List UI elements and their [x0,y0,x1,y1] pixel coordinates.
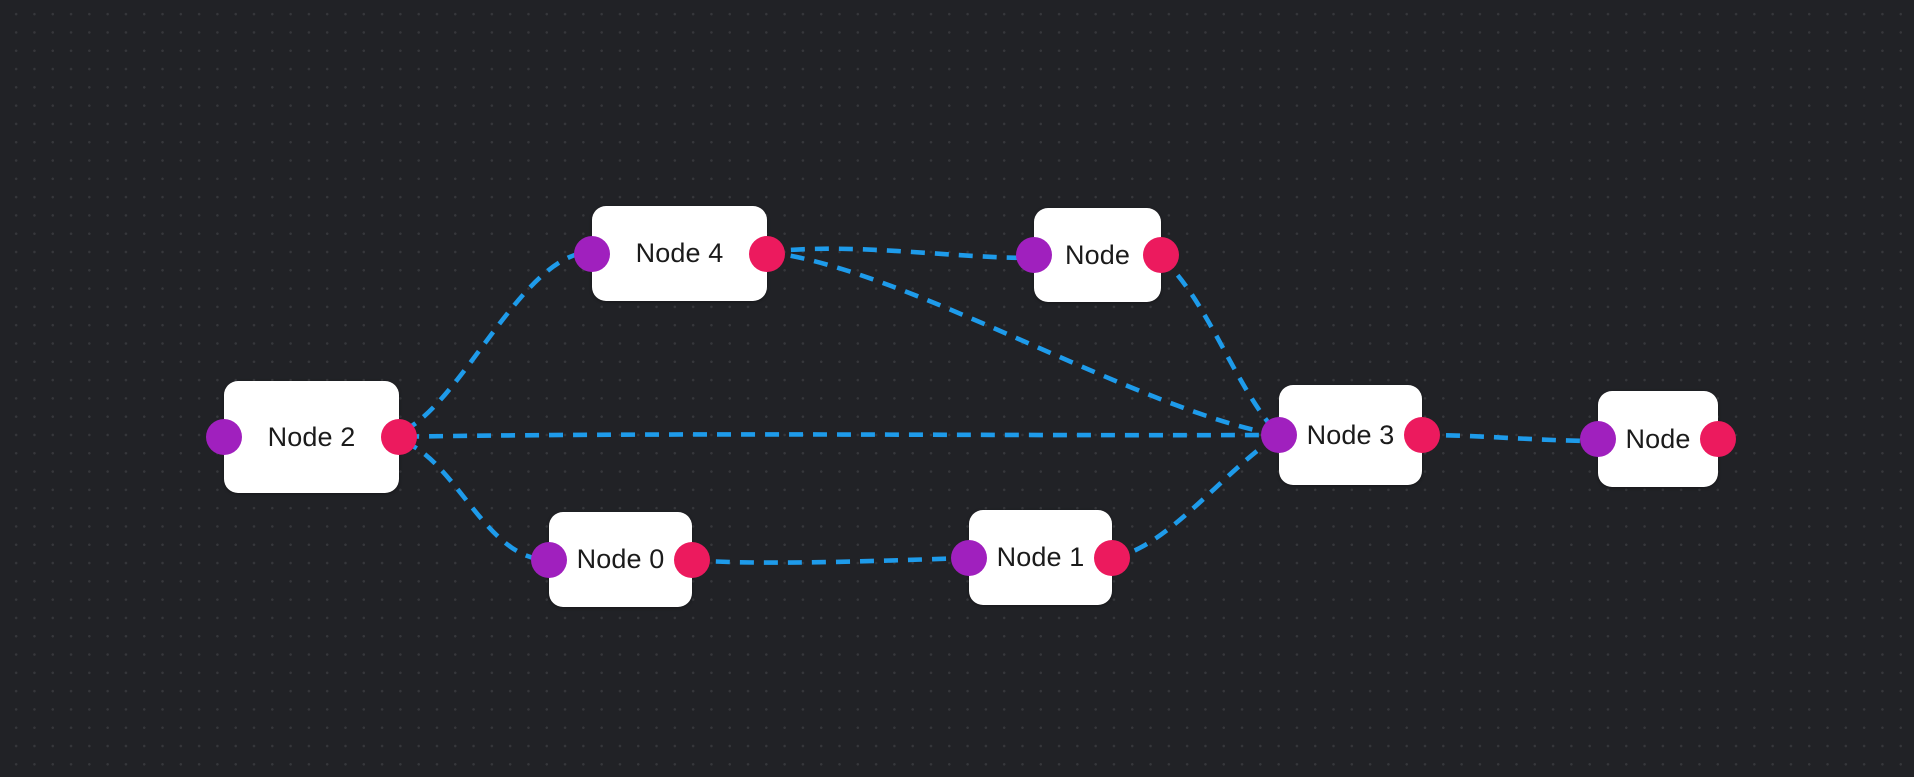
graph-edge[interactable] [380,432,1280,440]
graph-node[interactable]: Node 2 [206,381,417,493]
graph-node[interactable]: Node 4 [574,206,785,301]
node-source-handle[interactable] [674,541,710,578]
node-source-handle[interactable] [1094,539,1130,576]
graph-edge[interactable] [766,249,1280,438]
node-target-handle[interactable] [1580,421,1616,457]
graph-edge[interactable] [1421,432,1599,444]
graph-edge[interactable] [1111,433,1281,561]
graph-edge[interactable] [1159,256,1281,437]
graph-node[interactable]: Node [1016,208,1179,302]
node-source-handle[interactable] [749,235,785,272]
node-label: Node 4 [635,240,724,267]
node-target-handle[interactable] [1016,237,1052,273]
graph-node[interactable]: Node 3 [1261,385,1440,485]
node-target-handle[interactable] [1261,417,1297,453]
graph-edge[interactable] [380,434,550,563]
node-label: Node [1625,425,1691,453]
graph-node[interactable]: Node 0 [531,512,710,607]
graph-edge[interactable] [380,249,593,440]
node-target-handle[interactable] [574,235,610,272]
node-target-handle[interactable] [951,539,987,576]
node-source-handle[interactable] [1404,417,1440,453]
graph-node[interactable]: Node 1 [951,510,1130,605]
graph-node[interactable]: Node [1580,391,1736,487]
node-target-handle[interactable] [206,419,242,455]
node-label: Node 1 [996,544,1085,571]
graph-edge[interactable] [766,246,1035,261]
node-label: Node [1065,241,1130,269]
graph-edge[interactable] [691,555,970,565]
node-source-handle[interactable] [1700,421,1736,457]
node-label: Node 0 [576,546,665,573]
node-target-handle[interactable] [531,541,567,578]
node-label: Node 2 [267,423,356,451]
node-source-handle[interactable] [381,419,417,455]
node-label: Node 3 [1306,421,1395,449]
node-source-handle[interactable] [1143,237,1179,273]
